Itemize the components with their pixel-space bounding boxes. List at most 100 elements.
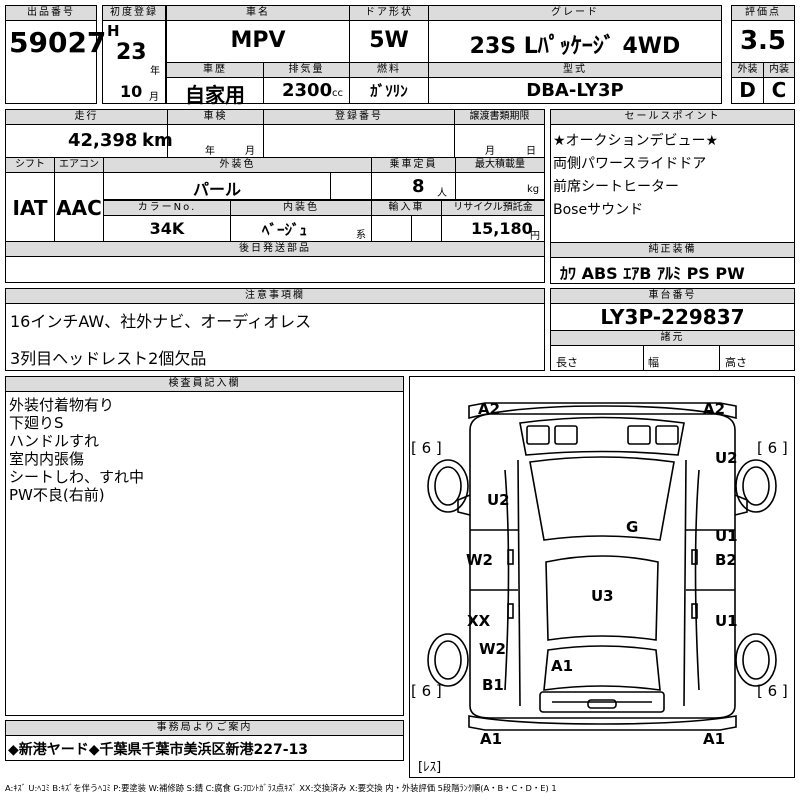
mileage-unit: km <box>142 130 173 151</box>
damage-mark-a1-rear-glass: A1 <box>551 657 574 675</box>
damage-mark-u2-right: U2 <box>715 449 738 467</box>
tire-depth-front-left: [ 6 ] <box>411 439 442 457</box>
later-parts-header: 後日発送部品 <box>5 241 545 257</box>
plate-header: 登録番号 <box>263 109 455 125</box>
transfer-month-unit: 月 <box>485 146 495 157</box>
damage-mark-b2-right: B2 <box>715 551 737 569</box>
plate-cell <box>263 124 455 158</box>
damage-mark-a1-rear-right: A1 <box>703 730 726 748</box>
later-parts-cell <box>5 256 545 283</box>
dimension-length-label: 長さ <box>556 356 578 369</box>
interior-color: ﾍﾞｰｼﾞｭ <box>262 221 308 239</box>
damage-mark-u1-right-rear: U1 <box>715 612 738 630</box>
inspector-line: 下廻りS <box>9 414 64 432</box>
inspector-line: シートしわ、すれ中 <box>9 468 145 486</box>
max-load-header: 最大積載量 <box>455 157 545 173</box>
model-header: 型式 <box>428 62 722 78</box>
chassis-header: 車台番号 <box>550 288 795 304</box>
office-notice-cell <box>5 735 404 761</box>
interior-color-header: 内装色 <box>230 200 372 216</box>
damage-legend: A:ｷｽﾞ U:ﾍｺﾐ B:ｷｽﾞを伴うﾍｺﾐ P:要塗装 W:補修跡 S:錆 … <box>5 783 557 793</box>
lot-number-cell <box>5 20 97 104</box>
transfer-day-unit: 日 <box>526 146 536 157</box>
interior-color-suffix: 系 <box>356 230 366 241</box>
inspection-month-unit: 月 <box>245 146 255 157</box>
equipment-cell <box>550 257 795 284</box>
interior-grade: C <box>771 78 787 102</box>
office-notice-header: 事務局よりご案内 <box>5 720 404 736</box>
damage-mark-a2-front-right: A2 <box>703 400 726 418</box>
month-unit: 月 <box>149 92 159 103</box>
ac-header: エアコン <box>54 157 104 173</box>
model-cell <box>428 77 722 104</box>
exterior-grade-header: 外装 <box>731 62 764 78</box>
fuel: ｶﾞｿﾘﾝ <box>370 82 408 100</box>
sales-point-line: 両側パワースライドドア <box>553 156 707 172</box>
grade-header: グレード <box>428 5 722 21</box>
shift-header: シフト <box>5 157 55 173</box>
exterior-color-extra-cell <box>330 172 372 200</box>
interior-grade-header: 内装 <box>763 62 795 78</box>
damage-diagram-frame <box>409 376 795 778</box>
notes-cell <box>5 303 545 371</box>
mileage-header: 走行 <box>5 109 168 125</box>
year-unit: 年 <box>150 66 160 77</box>
first-registration-cell <box>102 20 166 104</box>
sales-points-header: セールスポイント <box>550 109 795 125</box>
damage-mark-u1-right-front: U1 <box>715 527 738 545</box>
lot-number: 59027 <box>9 26 107 59</box>
lot-number-header: 出品番号 <box>5 5 97 21</box>
recycle-amount: 15,180 <box>471 219 533 238</box>
fuel-header: 燃料 <box>349 62 429 78</box>
damage-mark-u3-roof: U3 <box>591 587 614 605</box>
history-header: 車歴 <box>166 62 264 78</box>
score-header: 評価点 <box>731 5 795 21</box>
capacity: 8 <box>412 176 425 197</box>
car-damage-diagram <box>427 402 777 731</box>
inspection-header: 車検 <box>167 109 264 125</box>
import-header: 輸入車 <box>371 200 442 216</box>
color-number-header: カラーNo. <box>103 200 231 216</box>
notes-line: 16インチAW、社外ナビ、オーディオレス <box>10 312 312 331</box>
door-type-header: ドア形状 <box>349 5 429 21</box>
score: 3.5 <box>739 26 787 56</box>
exterior-color: パール <box>192 180 241 199</box>
inspection-year-unit: 年 <box>205 146 215 157</box>
inspector-line: ハンドルすれ <box>9 432 100 450</box>
first-registration-header: 初度登録 <box>102 5 166 21</box>
damage-mark-a1-rear-left: A1 <box>480 730 503 748</box>
car-name: MPV <box>230 28 286 53</box>
tire-depth-front-right: [ 6 ] <box>757 439 788 457</box>
sales-point-line: ★オークションデビュー★ <box>553 133 719 149</box>
import-extra-cell <box>411 215 442 242</box>
color-number: 34K <box>149 219 185 238</box>
chassis-number: LY3P-229837 <box>600 305 745 329</box>
damage-mark-a2-front-left: A2 <box>478 400 501 418</box>
tire-depth-rear-left: [ 6 ] <box>411 682 442 700</box>
shift: IAT <box>12 196 48 220</box>
grade: 23S Lﾊﾟｯｹｰｼﾞ 4WD <box>469 34 681 59</box>
displacement-unit: cc <box>332 88 343 99</box>
damage-mark-g: G <box>626 518 639 536</box>
mileage: 42,398 <box>68 130 138 151</box>
equipment-header: 純正装備 <box>550 242 795 258</box>
displacement-header: 排気量 <box>263 62 350 78</box>
door-type: 5W <box>369 28 409 53</box>
recycle-header: リサイクル預託金 <box>441 200 545 216</box>
displacement: 2300 <box>282 80 333 101</box>
spare-tire-mark: [ﾚｽ] <box>418 760 442 775</box>
damage-mark-w2-left: W2 <box>466 551 493 569</box>
inspector-cell <box>5 391 404 716</box>
transfer-deadline-header: 譲渡書類期限 <box>454 109 545 125</box>
ac: AAC <box>56 196 102 220</box>
damage-mark-b1-left: B1 <box>482 676 504 694</box>
capacity-unit: 人 <box>437 188 447 199</box>
dimensions-header: 諸元 <box>550 330 795 346</box>
capacity-header: 乗車定員 <box>371 157 456 173</box>
sales-point-line: Boseサウンド <box>553 202 644 218</box>
registration-era: H <box>107 22 120 40</box>
dimension-width-label: 幅 <box>648 356 659 369</box>
sales-point-line: 前席シートヒーター <box>553 179 679 195</box>
model: DBA-LY3P <box>526 80 624 101</box>
tire-depth-rear-right: [ 6 ] <box>757 682 788 700</box>
